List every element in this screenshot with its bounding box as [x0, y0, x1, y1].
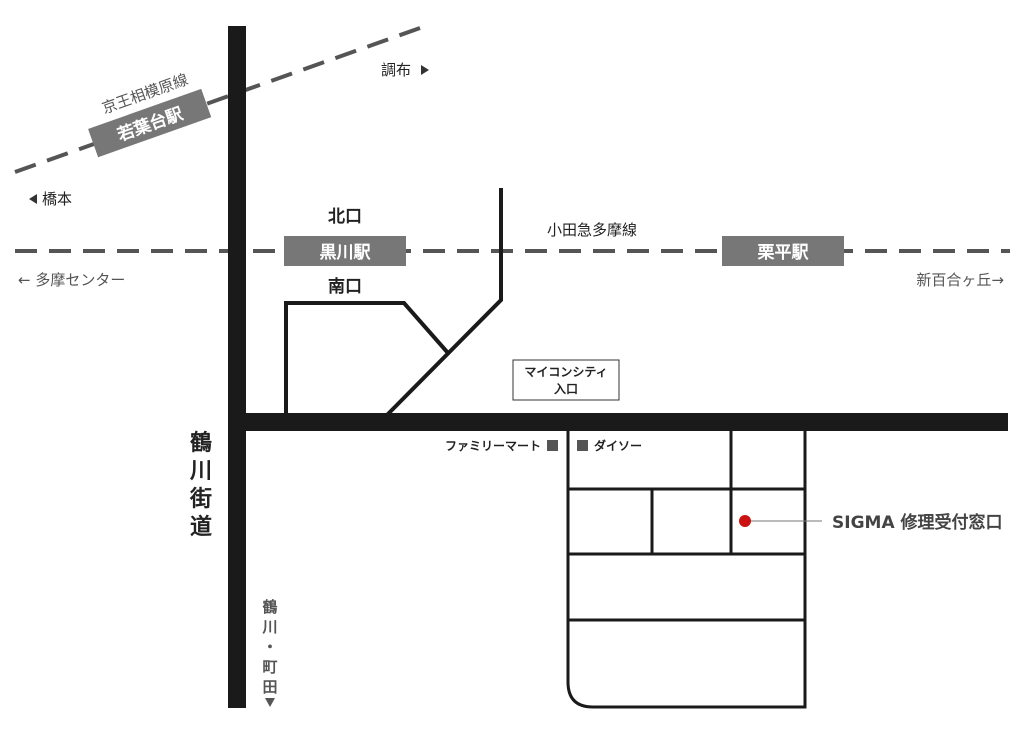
- station-plaza-road: [284, 301, 450, 413]
- destination-label: SIGMA 修理受付窓口: [832, 512, 1003, 533]
- south-direction-char-4: 町: [262, 658, 277, 676]
- road-name-char-3: 街: [189, 486, 212, 512]
- odakyu-west-label: ← 多摩センター: [18, 271, 125, 289]
- mycon-city-label: マイコンシティ: [524, 365, 607, 379]
- odakyu-east-label: 新百合ヶ丘→: [916, 271, 1004, 289]
- mycon-city-entrance-box: [512, 359, 620, 401]
- mycon-city-entrance-label: 入口: [554, 382, 578, 396]
- south-direction-char-3: ・: [262, 638, 277, 656]
- family-mart-label: ファミリーマート: [445, 439, 541, 453]
- odakyu-line-label: 小田急多摩線: [547, 221, 637, 239]
- keio-east-label: 調布: [381, 61, 411, 79]
- diagonal-road: [384, 188, 503, 418]
- kurokawa-station-box: [284, 236, 406, 266]
- road-name-char-4: 道: [190, 514, 212, 540]
- south-direction-char-2: 川: [261, 618, 277, 636]
- daiso-square-icon: [577, 440, 588, 451]
- kurihira-station-name: 栗平駅: [758, 243, 810, 263]
- tsurukawa-kaido-road: [228, 26, 246, 708]
- keio-line-track: [14, 26, 421, 174]
- road-name-char-2: 川: [189, 459, 212, 484]
- south-direction-char-1: 鶴: [262, 598, 277, 616]
- triangle-right-icon: [421, 65, 429, 75]
- road-name-char-1: 鶴: [190, 430, 212, 456]
- daiso-label: ダイソー: [594, 438, 642, 453]
- kurokawa-station-name: 黒川駅: [320, 243, 372, 263]
- triangle-left-icon: [29, 194, 37, 204]
- city-blocks: [566, 431, 807, 709]
- kurihira-station-box: [722, 236, 844, 266]
- keio-west-label: 橋本: [42, 190, 72, 208]
- family-mart-square-icon: [547, 440, 558, 451]
- location-dot-icon: [739, 515, 751, 527]
- south-exit-label: 南口: [328, 276, 362, 297]
- triangle-down-icon: [265, 698, 275, 707]
- south-direction-char-5: 田: [262, 678, 277, 696]
- north-exit-label: 北口: [328, 207, 362, 227]
- main-east-west-road: [228, 413, 1008, 431]
